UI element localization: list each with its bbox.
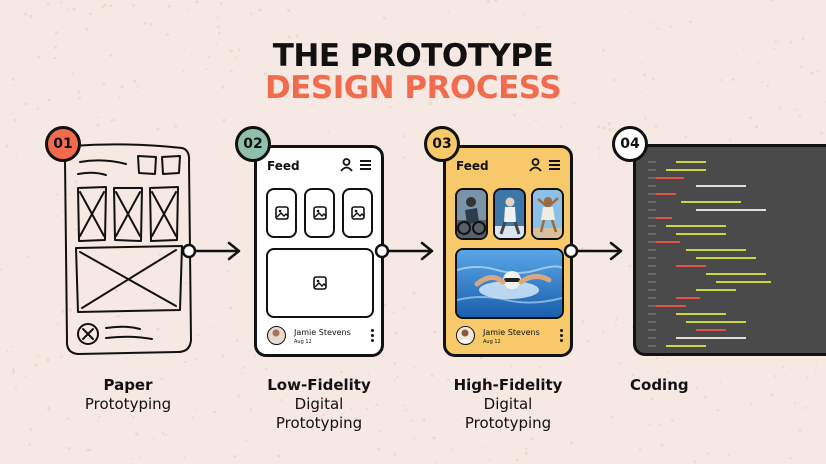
image-icon [312, 206, 327, 220]
image-icon [313, 276, 327, 290]
paper-sketch [64, 143, 192, 355]
more-vertical-icon[interactable] [370, 328, 376, 344]
step-caption-3-title: High-Fidelity [453, 376, 563, 394]
avatar [456, 326, 475, 345]
step-caption-3: High-Fidelity Digital Prototyping [438, 376, 578, 433]
menu-icon[interactable] [359, 159, 372, 171]
hifi-post-date: Aug 12 [483, 339, 501, 345]
step-badge-1: 01 [45, 126, 81, 162]
step-caption-2-line1: Digital [294, 395, 344, 413]
step-badge-2: 02 [235, 126, 271, 162]
hifi-user-name: Jamie Stevens [483, 328, 540, 337]
arrow-right-icon [374, 241, 434, 261]
lofi-user-name: Jamie Stevens [294, 328, 351, 337]
step-caption-1: Paper Prototyping [58, 376, 198, 414]
user-icon[interactable] [529, 158, 542, 172]
hifi-phone: Feed [443, 145, 573, 357]
lofi-phone: Feed Jamie Stevens Aug 12 [254, 145, 384, 357]
avatar [267, 326, 286, 345]
step-caption-2: Low-Fidelity Digital Prototyping [249, 376, 389, 433]
page-title-line1: THE PROTOTYPE [272, 38, 554, 74]
user-icon[interactable] [340, 158, 353, 172]
step-caption-3-line2: Prototyping [464, 414, 552, 432]
step-badge-3: 03 [424, 126, 460, 162]
arrow-right-icon [181, 241, 241, 261]
lofi-post-date: Aug 12 [294, 339, 312, 345]
step-caption-1-title: Paper [103, 376, 153, 394]
arrow-right-icon [563, 241, 623, 261]
step-caption-2-line2: Prototyping [275, 414, 363, 432]
lofi-thumb-1 [266, 188, 297, 238]
hifi-main-image-swimmer [455, 248, 564, 319]
lofi-main-image [266, 248, 374, 318]
menu-icon[interactable] [548, 159, 561, 171]
lofi-thumb-2 [304, 188, 335, 238]
step-caption-2-title: Low-Fidelity [267, 376, 371, 394]
image-icon [350, 206, 365, 220]
lofi-feed-label: Feed [267, 159, 300, 173]
image-icon [274, 206, 289, 220]
hifi-thumb-dancer [531, 188, 564, 240]
code-editor-panel [633, 144, 826, 356]
step-badge-4: 04 [612, 126, 648, 162]
step-caption-1-line1: Prototyping [84, 395, 172, 413]
page-title-line2: DESIGN PROCESS [264, 70, 562, 106]
step-caption-4: Coding [630, 376, 710, 395]
more-vertical-icon[interactable] [559, 328, 565, 344]
hifi-feed-label: Feed [456, 159, 489, 173]
hifi-thumb-skater [493, 188, 526, 240]
hifi-thumb-cyclist [455, 188, 488, 240]
lofi-thumb-3 [342, 188, 373, 238]
step-caption-3-line1: Digital [483, 395, 533, 413]
step-caption-4-title: Coding [630, 376, 689, 394]
